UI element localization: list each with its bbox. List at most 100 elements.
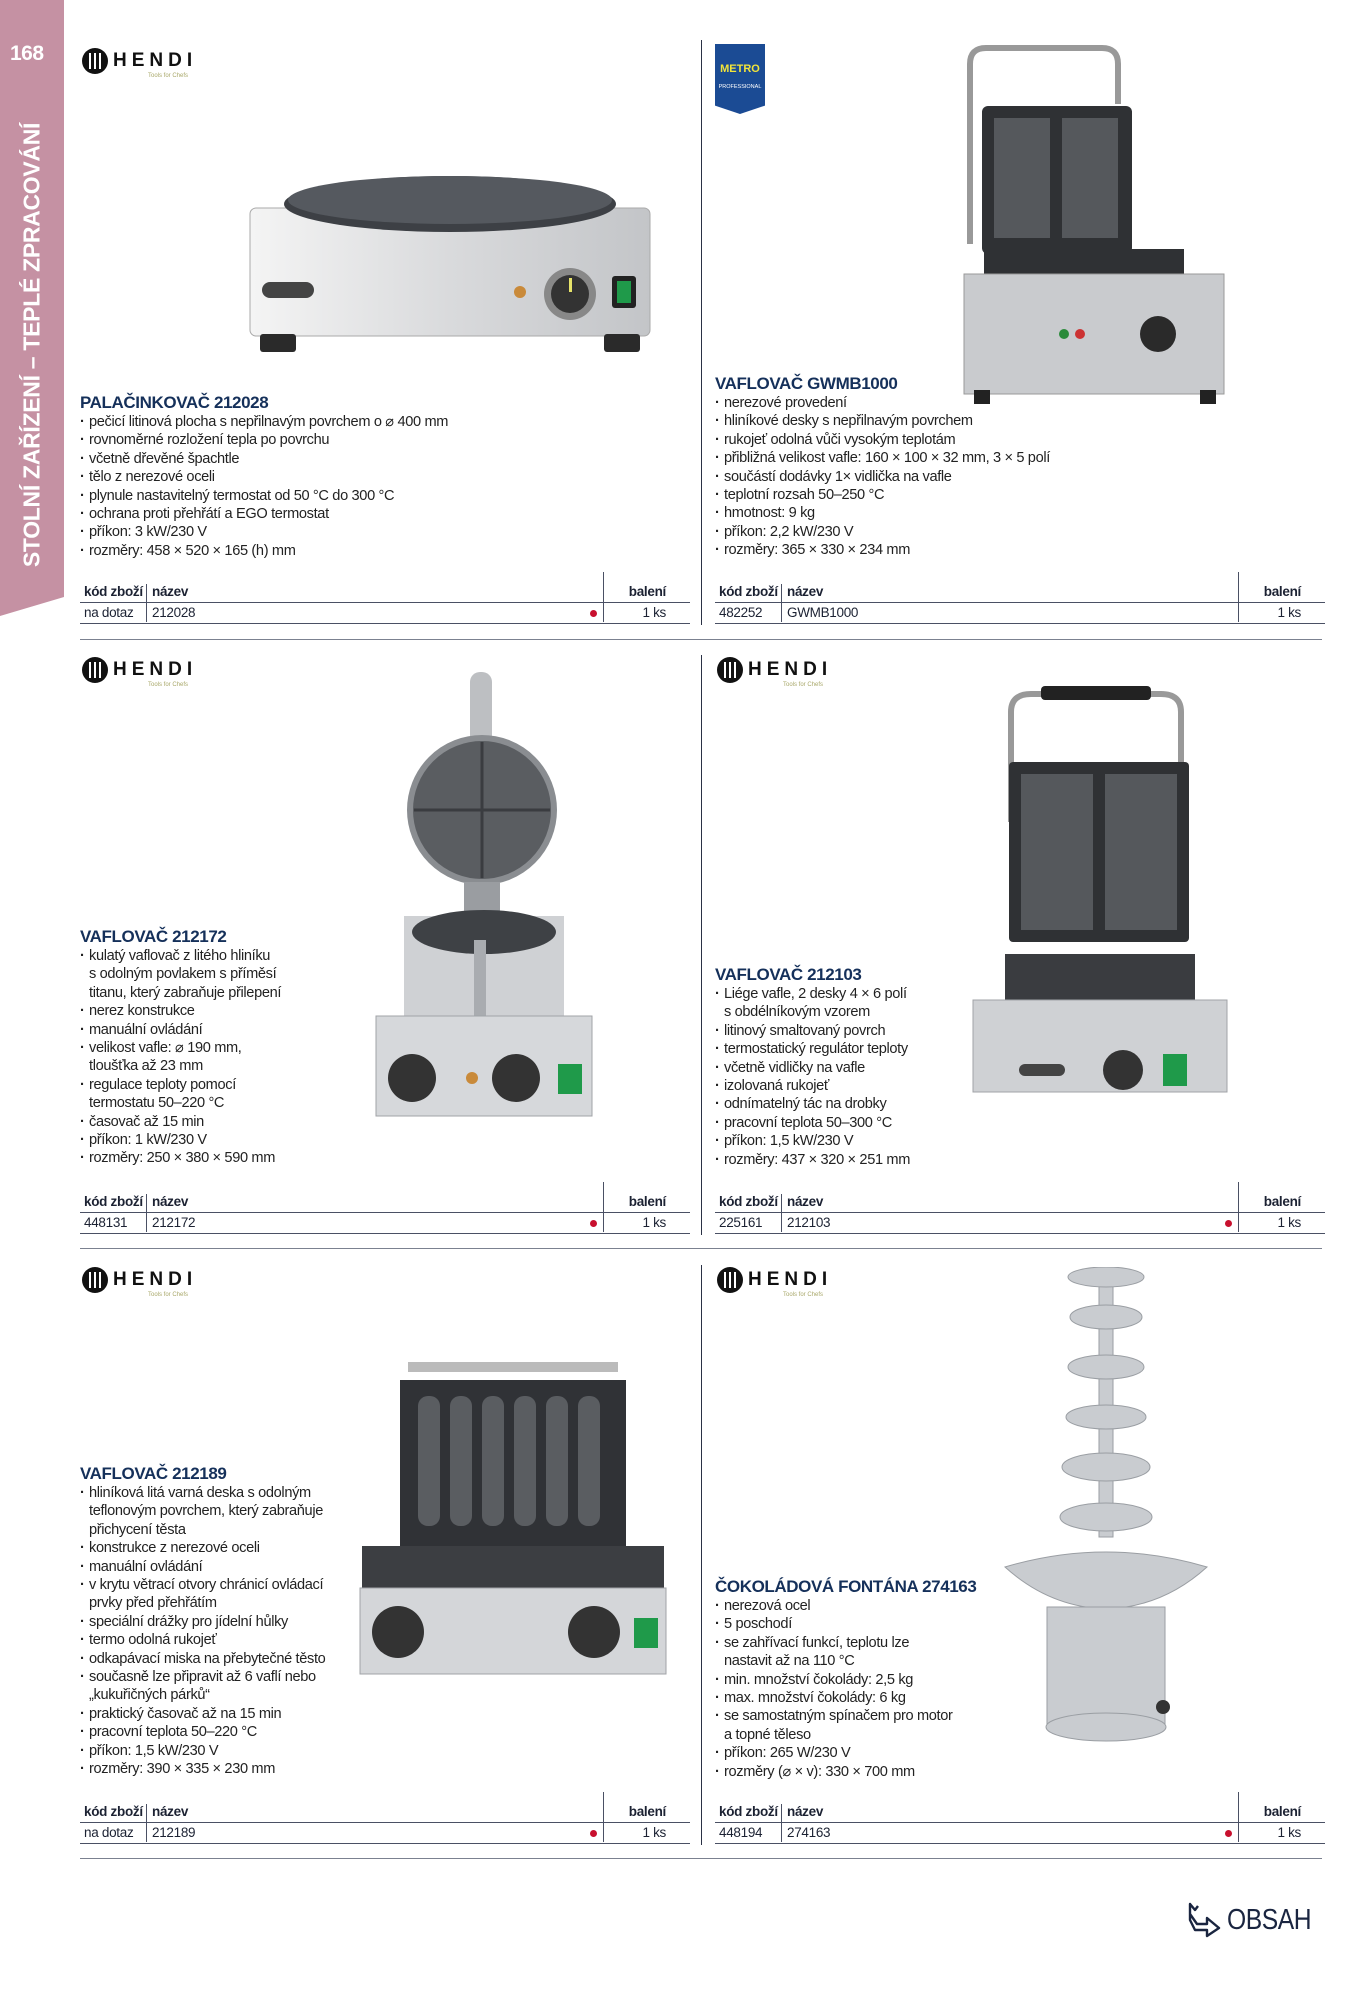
header-pack: balení [628, 1194, 667, 1209]
header-pack: balení [1263, 584, 1302, 599]
feature-text: kulatý vaflovač z litého hliníku [80, 947, 281, 966]
contents-link[interactable]: OBSAH [1187, 1902, 1326, 1938]
feature-text: odkapávací miska na přebytečné těsto [80, 1650, 326, 1669]
logo-word: HENDI [748, 1269, 833, 1290]
availability-dot [590, 610, 597, 617]
feature-text: se zahřívací funkcí, teplotu lze [715, 1634, 953, 1653]
feature-text: pracovní teplota 50–300 °C [715, 1114, 910, 1133]
feature-item: manuální ovládání [80, 1558, 325, 1577]
feature-text: příkon: 1,5 kW/230 V [80, 1742, 325, 1761]
feature-item: rozměry: 458 × 520 × 165 (h) mm [80, 542, 448, 561]
feature-text: nastavit až na 110 °C [724, 1653, 855, 1670]
cutlery-icon [82, 657, 108, 683]
header-name: název [787, 1804, 824, 1819]
feature-text: odnímatelný tác na drobky [715, 1095, 910, 1114]
column-divider [701, 655, 702, 1235]
cutlery-icon [717, 657, 743, 683]
feature-item: včetně vidličky na vafle [715, 1059, 910, 1078]
availability-dot [1225, 1830, 1232, 1837]
feature-text: rozměry: 365 × 330 × 234 mm [715, 541, 1050, 560]
feature-item: příkon: 1,5 kW/230 V [715, 1132, 910, 1151]
feature-item: nerezové provedení [715, 394, 1050, 413]
feature-item: rozměry: 250 × 380 × 590 mm [80, 1149, 281, 1168]
feature-text: litinový smaltovaný povrch [715, 1022, 910, 1041]
feature-text: rovnoměrné rozložení tepla po povrchu [80, 431, 448, 450]
feature-text: titanu, který zabraňuje přilepení [89, 984, 282, 1001]
feature-item: max. množství čokolády: 6 kg [715, 1689, 953, 1708]
round-waffle-maker-image [375, 672, 593, 1117]
corn-dog-waffle-maker-image [359, 1362, 667, 1675]
feature-text: rozměry: 250 × 380 × 590 mm [80, 1149, 281, 1168]
feature-item: manuální ovládání [80, 1021, 281, 1040]
table-divider [146, 1194, 147, 1232]
feature-text: rozměry: 437 × 320 × 251 mm [715, 1151, 910, 1170]
feature-text: pracovní teplota 50–220 °C [80, 1723, 325, 1742]
cell-name: 212103 [787, 1215, 831, 1230]
cutlery-icon [717, 1267, 743, 1293]
header-code: kód zboží [84, 584, 143, 599]
header-code: kód zboží [719, 1194, 778, 1209]
cell-pack: 1 ks [642, 1215, 666, 1230]
feature-text: rozměry: 390 × 335 × 230 mm [80, 1760, 325, 1779]
cell-pack: 1 ks [642, 1825, 666, 1840]
table-divider [146, 584, 147, 622]
feature-item: rozměry: 390 × 335 × 230 mm [80, 1760, 325, 1779]
feature-text: časovač až 15 min [80, 1113, 281, 1132]
feature-text: nerezová ocel [715, 1597, 953, 1616]
feature-text: prvky před přehřátím [89, 1595, 217, 1612]
feature-item: rozměry: 437 × 320 × 251 mm [715, 1151, 910, 1170]
logo-word: HENDI [748, 659, 833, 680]
feature-item: přibližná velikost vafle: 160 × 100 × 32… [715, 449, 1050, 468]
column-divider [701, 40, 702, 625]
logo-tagline: Tools for Chefs [148, 1292, 189, 1298]
header-pack: balení [1263, 1804, 1302, 1819]
table-divider [1238, 1792, 1239, 1842]
feature-item: ochrana proti přehřátí a EGO termostat [80, 505, 448, 524]
feature-item: izolovaná rukojeť [715, 1077, 910, 1096]
cell-pack: 1 ks [642, 605, 666, 620]
contents-label: OBSAH [1227, 1903, 1312, 1936]
feature-item: rozměry (⌀ × v): 330 × 700 mm [715, 1763, 953, 1782]
cell-name: 212172 [152, 1215, 196, 1230]
logo-word: HENDI [113, 50, 198, 71]
feature-text: hliníková litá varná deska s odolným [80, 1484, 325, 1503]
header-pack: balení [628, 584, 667, 599]
feature-item: hliníkové desky s nepřilnavým povrchem [715, 412, 1050, 431]
feature-item: 5 poschodí [715, 1615, 953, 1634]
cell-name: GWMB1000 [787, 605, 859, 620]
cutlery-icon [82, 1267, 108, 1293]
logo-word: HENDI [113, 1269, 198, 1290]
feature-item: rukojeť odolná vůči vysokým teplotám [715, 431, 1050, 450]
waffle-maker-image [963, 45, 1225, 404]
feature-text: současně lze připravit až 6 vaflí nebo [80, 1668, 325, 1687]
feature-text: příkon: 1,5 kW/230 V [715, 1132, 910, 1151]
feature-text: „kukuřičných párků“ [89, 1687, 210, 1704]
feature-text: tělo z nerezové oceli [80, 468, 448, 487]
feature-list: pečicí litinová plocha s nepřilnavým pov… [80, 413, 448, 561]
feature-item: rozměry: 365 × 330 × 234 mm [715, 541, 1050, 560]
hendi-logo: HENDI Tools for Chefs [82, 1267, 198, 1298]
availability-dot [590, 1830, 597, 1837]
feature-text: včetně vidličky na vafle [715, 1059, 910, 1078]
cell-code: na dotaz [84, 1825, 134, 1840]
feature-item: hliníková litá varná deska s odolnýmtefl… [80, 1484, 325, 1539]
crepe-maker-image [249, 176, 651, 352]
header-code: kód zboží [719, 584, 778, 599]
feature-text: teplotní rozsah 50–250 °C [715, 486, 1050, 505]
